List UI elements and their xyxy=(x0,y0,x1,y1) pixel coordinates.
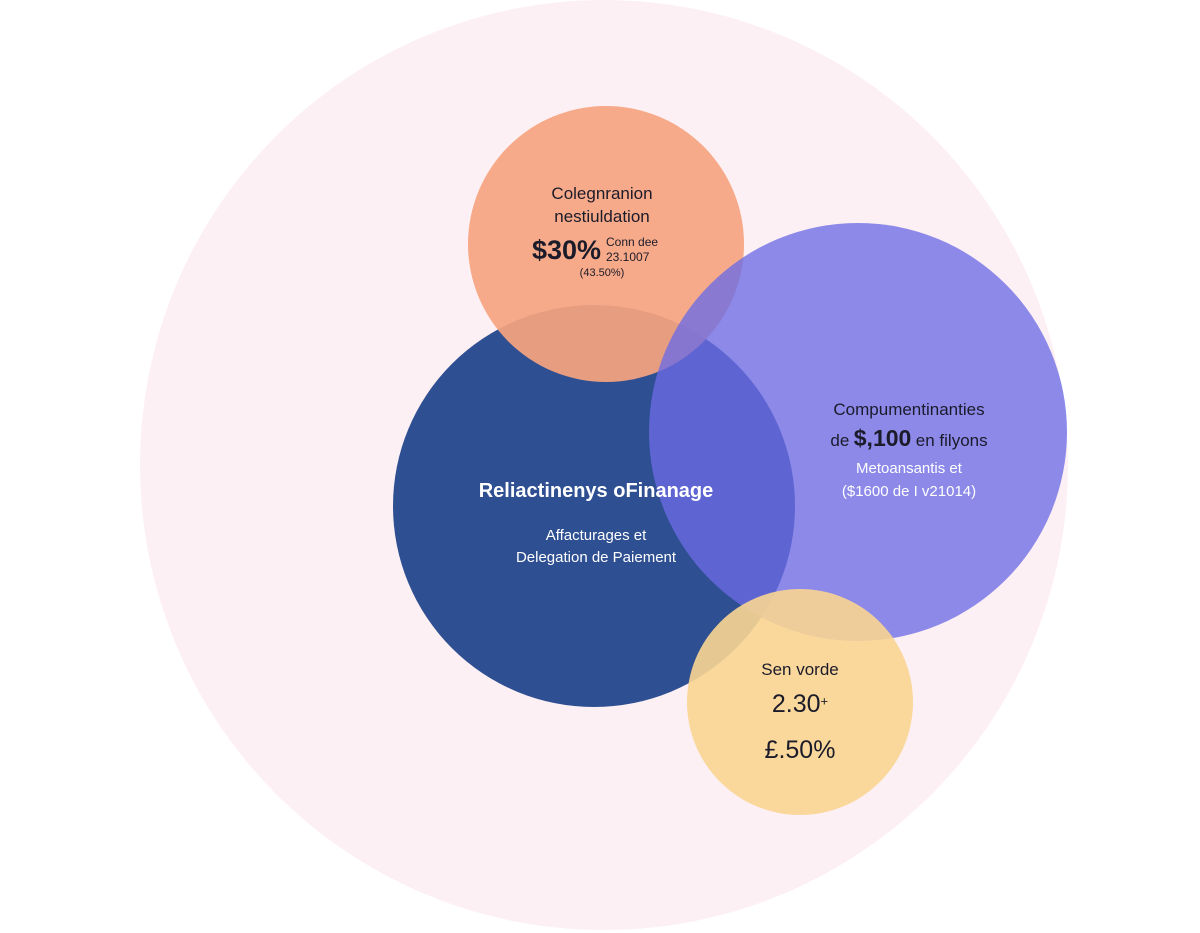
orange-side-line1: Conn dee xyxy=(606,235,659,249)
yellow-value1-mark: + xyxy=(820,693,829,709)
purple-value-suffix: en filyons xyxy=(915,431,988,450)
yellow-value2: £.50% xyxy=(764,736,836,764)
navy-line2: Delegation de Paiement xyxy=(515,549,677,566)
orange-side-line2: 23.1007 xyxy=(606,250,650,264)
navy-title: Reliactinenys oFinanage xyxy=(478,480,714,502)
orange-title-line1: Colegnranion xyxy=(551,184,653,203)
yellow-value1: 2.30 xyxy=(771,690,821,718)
purple-line1: Metoansantis et xyxy=(856,460,962,477)
purple-value: $,100 xyxy=(853,425,912,451)
purple-value-row: de $,100 en filyons xyxy=(784,425,1034,452)
purple-title: Compumentinanties xyxy=(833,400,985,419)
orange-value: $30% xyxy=(532,235,602,265)
orange-title-line2: nestiuldation xyxy=(554,207,650,226)
navy-line1: Affacturages et xyxy=(545,527,647,544)
yellow-circle xyxy=(687,589,913,815)
purple-circle xyxy=(649,223,1067,641)
yellow-value1-row: 2.30+ xyxy=(740,690,860,719)
purple-value-prefix: de xyxy=(830,431,850,450)
orange-sub: (43.50%) xyxy=(579,267,625,279)
yellow-title: Sen vorde xyxy=(761,660,839,679)
purple-line2: ($1600 de I v21014) xyxy=(841,483,977,500)
